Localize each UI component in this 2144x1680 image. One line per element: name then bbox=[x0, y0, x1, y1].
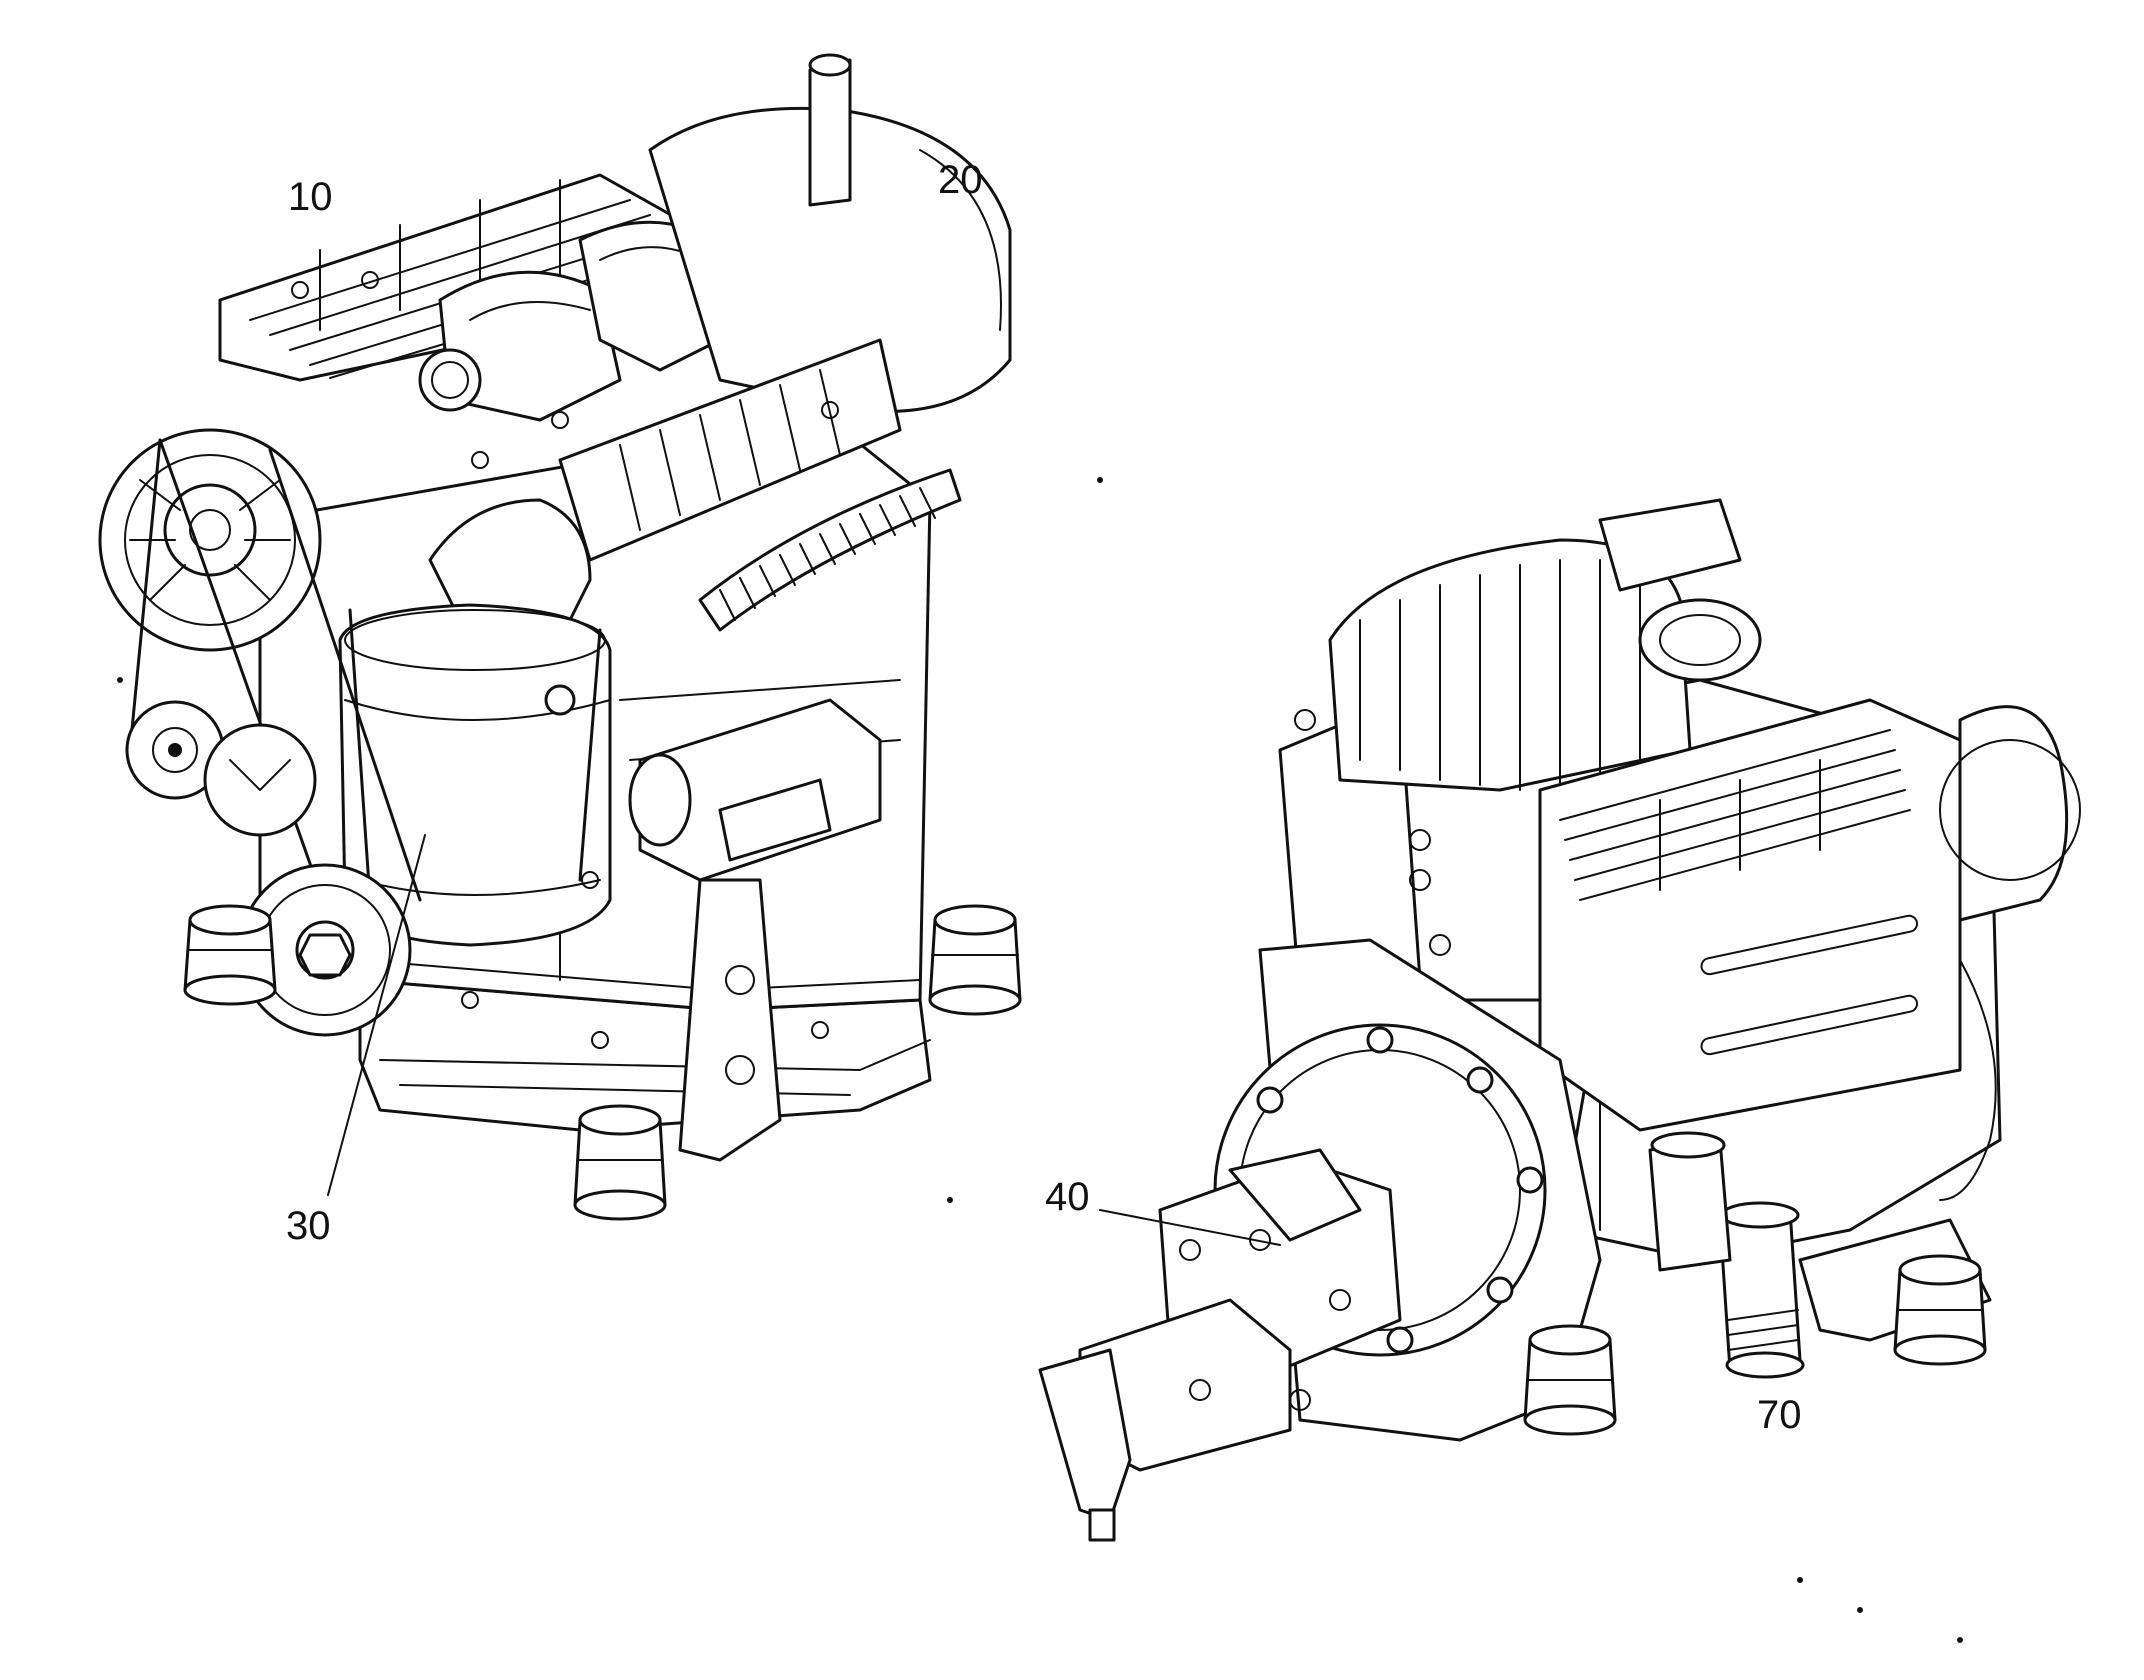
engine-right-illustration bbox=[1038, 498, 2081, 1542]
leader-line-30 bbox=[327, 834, 426, 1196]
engine-left-illustration bbox=[98, 53, 1022, 1221]
callout-40: 40 bbox=[1045, 1175, 1090, 1219]
callout-20: 20 bbox=[938, 158, 983, 202]
leader-line-40 bbox=[1099, 1209, 1281, 1246]
callout-70: 70 bbox=[1757, 1393, 1802, 1437]
scan-specks bbox=[117, 477, 1963, 1643]
callout-30: 30 bbox=[286, 1204, 331, 1248]
callout-10: 10 bbox=[288, 175, 333, 219]
